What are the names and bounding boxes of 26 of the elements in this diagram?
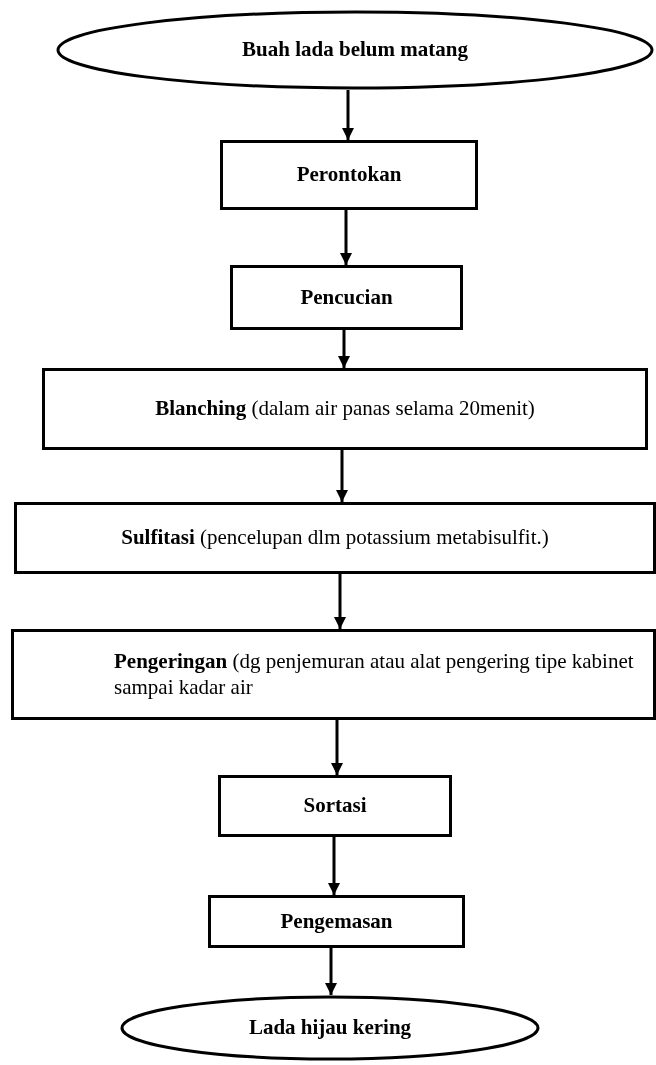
arrow: [342, 90, 354, 140]
step-label: Lada hijau kering: [248, 1015, 412, 1041]
step-label: Blanching (dalam air panas selama 20menit): [155, 396, 535, 422]
step-label: Buah lada belum matang: [242, 37, 468, 63]
process-box: [220, 140, 478, 210]
terminal-ellipse: [120, 995, 540, 1061]
step-label: Sortasi: [303, 793, 367, 819]
arrow: [340, 210, 352, 265]
process-box: [14, 502, 656, 574]
process-box: [11, 629, 656, 720]
arrow: [336, 450, 348, 502]
step-label: Pencucian: [300, 284, 393, 311]
arrow: [338, 330, 350, 368]
arrow: [331, 720, 343, 775]
process-box: [230, 265, 463, 330]
arrow: [334, 574, 346, 629]
arrow: [328, 837, 340, 895]
arrow: [325, 948, 337, 995]
process-box: [208, 895, 465, 948]
process-box: [218, 775, 452, 837]
step-label: Sulfitasi (pencelupan dlm potassium metabisulfit.): [121, 525, 549, 551]
step-label: Pengeringan (dg penjemuran atau alat pengering tipe kabinet sampai kadar air: [114, 649, 635, 700]
terminal-ellipse: [56, 10, 654, 90]
step-label: Perontokan: [296, 162, 402, 188]
process-box: [42, 368, 648, 450]
step-label: Pengemasan: [280, 908, 393, 935]
